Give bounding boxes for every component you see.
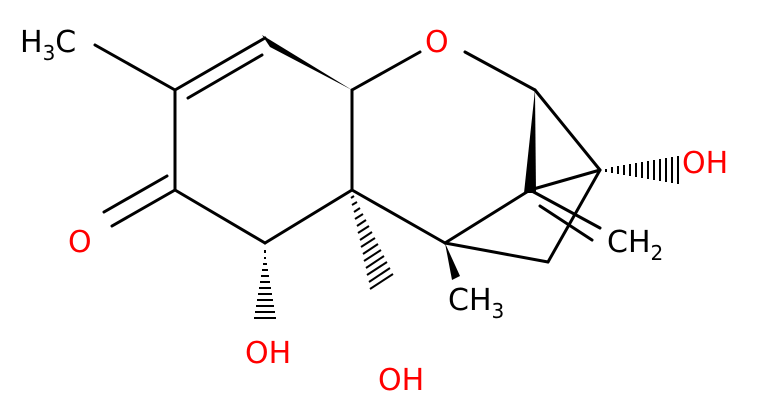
hash-bond-left	[254, 250, 276, 319]
hydroxyl-label-right: OH	[682, 146, 728, 181]
ring-oxygen-label: O	[425, 25, 449, 60]
hash-bonds	[254, 156, 679, 319]
bond-o-right	[463, 50, 537, 92]
bond-ch3c-right	[443, 188, 532, 245]
bond-ch2-apex	[546, 168, 602, 264]
ketone-oxygen-label: O	[68, 225, 92, 260]
bond-c-coh	[173, 188, 267, 245]
methylene-label: CH2	[607, 225, 663, 265]
hydroxyl-label-left: OH	[245, 336, 291, 371]
bonds	[93, 36, 602, 264]
bond-ch3c-ch2	[443, 241, 550, 264]
hydroxyl-label-bottom: OH	[378, 363, 424, 398]
hash-bond-center	[350, 195, 394, 290]
bond-exo-1	[528, 188, 602, 230]
methyl-label-top: H3C	[20, 25, 76, 65]
bond-c-quat	[263, 188, 354, 245]
bond-ketone-2	[102, 174, 169, 214]
bond-c-apex	[528, 168, 602, 192]
wedge-bonds	[262, 35, 536, 280]
bond-ketone-1	[110, 188, 177, 228]
wedge-bond-bridge	[524, 90, 536, 193]
hash-bond-right	[605, 156, 679, 184]
bond-alkene-outer	[173, 36, 267, 92]
methyl-label-bottom: CH3	[448, 283, 504, 323]
bond-alkene-inner	[186, 53, 264, 100]
bond-methyl	[93, 43, 177, 92]
bond-quat-ch3c	[350, 188, 447, 245]
bond-bridge-right	[533, 88, 602, 172]
wedge-bond-top	[262, 35, 352, 90]
atom-labels: H3C O OH CH2 CH3 O OH OH	[20, 25, 728, 398]
bond-exo-2	[538, 204, 594, 242]
wedge-bond-methyl	[445, 243, 460, 280]
bond-o-left	[350, 50, 422, 92]
